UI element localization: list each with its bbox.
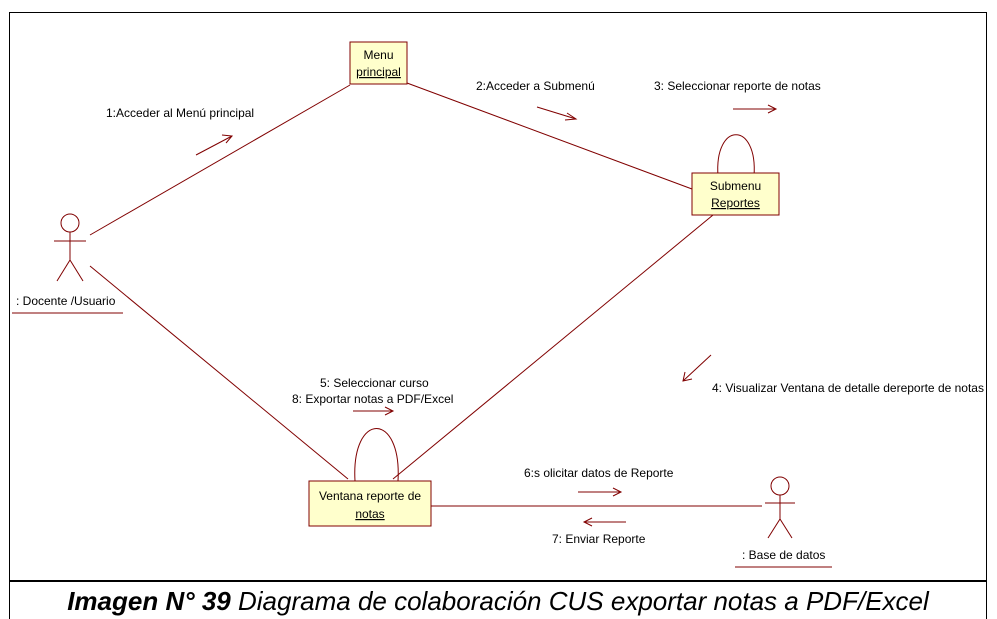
arrow-m1	[195, 134, 234, 156]
caption-number: Imagen N° 39	[67, 586, 231, 616]
message-2-label: 2:Acceder a Submenú	[476, 79, 595, 93]
arrow-m6	[578, 487, 623, 497]
actor-docente	[12, 213, 123, 314]
caption-text: Diagrama de colaboración CUS exportar no…	[230, 586, 929, 616]
link-menu-submenu	[406, 82, 693, 190]
message-7-label: 7: Enviar Reporte	[552, 532, 646, 546]
caption-bar: Imagen N° 39 Diagrama de colaboración CU…	[9, 581, 987, 619]
arrow-m5	[353, 406, 395, 416]
link-submenu-ventana	[392, 214, 714, 480]
collaboration-diagram: Menu principal Submenu Reportes Ventana …	[12, 41, 984, 568]
message-4-label: 4: Visualizar Ventana de detalle derepor…	[712, 381, 984, 395]
object-ventana-line1: Ventana reporte de	[319, 489, 421, 503]
object-menu-line1: Menu	[363, 48, 393, 62]
arrow-m4	[682, 354, 712, 382]
message-6-label: 6:s olicitar datos de Reporte	[524, 466, 674, 480]
object-submenu-line2: Reportes	[711, 196, 760, 210]
object-submenu-reportes: Submenu Reportes	[691, 172, 780, 216]
object-menu-principal: Menu principal	[349, 41, 408, 85]
object-menu-line2: principal	[356, 65, 401, 79]
actor-base-de-datos	[735, 476, 832, 568]
figure-caption: Imagen N° 39 Diagrama de colaboración CU…	[10, 586, 986, 616]
arrow-m2	[536, 106, 578, 121]
message-8-label: 8: Exportar notas a PDF/Excel	[292, 392, 453, 406]
message-5-label: 5: Seleccionar curso	[320, 376, 429, 390]
actor-base-label: : Base de datos	[742, 548, 825, 562]
actor-docente-label: : Docente /Usuario	[16, 294, 116, 308]
diagram-frame: Menu principal Submenu Reportes Ventana …	[9, 12, 987, 581]
message-1-label: 1:Acceder al Menú principal	[106, 106, 254, 120]
self-link-ventana	[354, 428, 399, 482]
arrow-m3	[733, 104, 778, 114]
self-link-submenu	[717, 134, 755, 177]
object-submenu-line1: Submenu	[710, 179, 761, 193]
link-actor-menu	[89, 84, 351, 236]
message-3-label: 3: Seleccionar reporte de notas	[654, 79, 821, 93]
object-ventana-line2: notas	[355, 507, 384, 521]
link-actor-ventana	[89, 265, 349, 480]
arrow-m7	[582, 517, 626, 527]
object-ventana-reporte: Ventana reporte de notas	[308, 480, 432, 527]
